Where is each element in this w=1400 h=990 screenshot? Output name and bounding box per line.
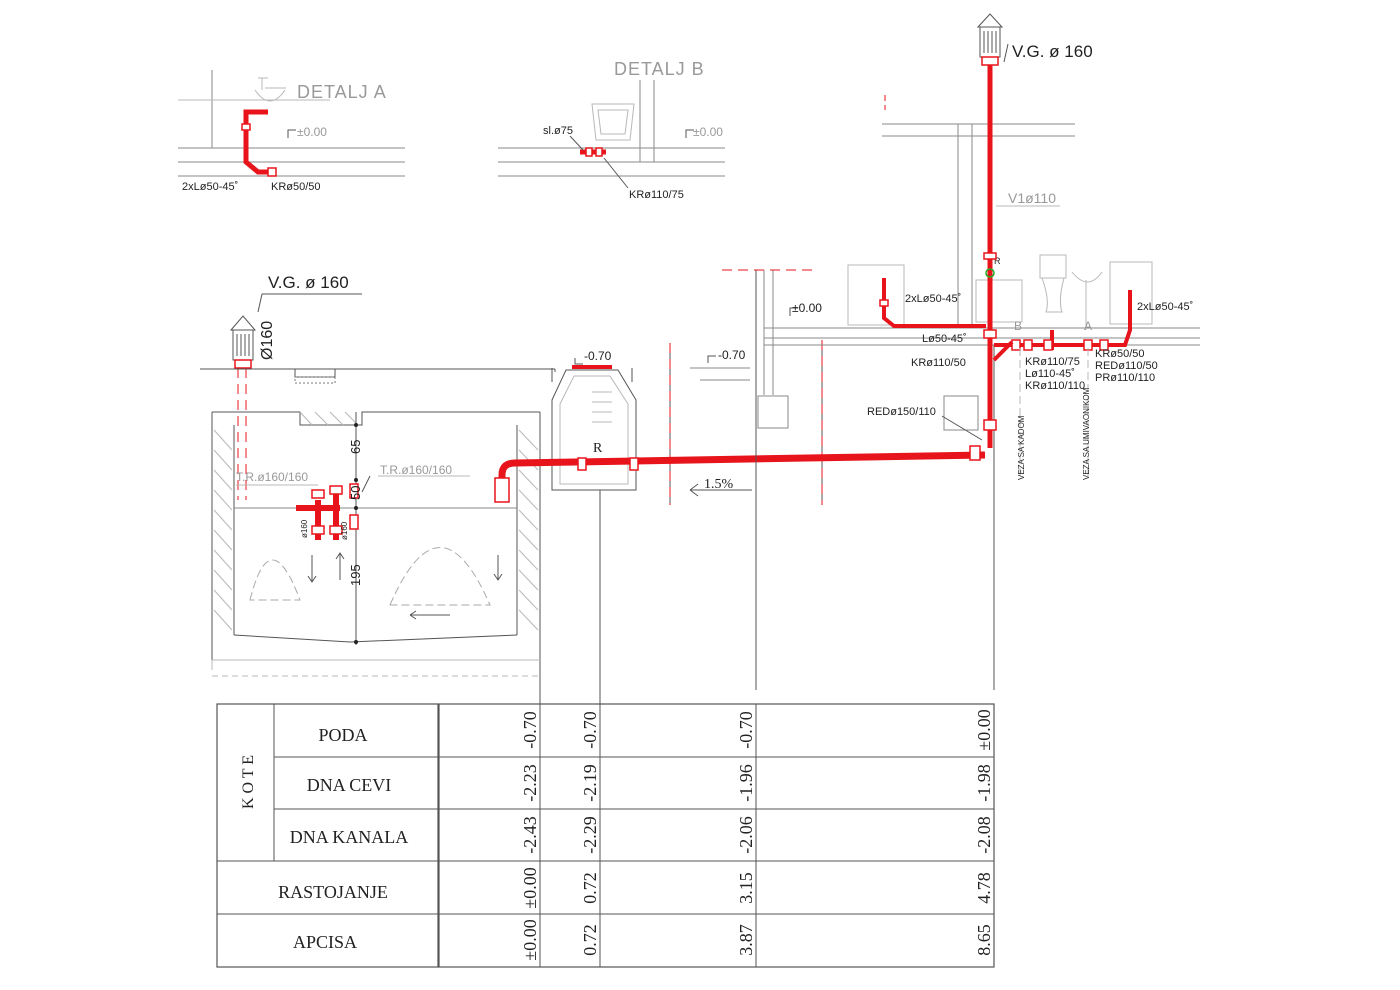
slope-label: 1.5% (704, 477, 734, 492)
table-value-dna-cevi-col2: -2.19 (580, 764, 600, 802)
left-vent-label: V.G. ø 160 (268, 273, 349, 292)
bathroom-label-8: KRø50/50 (1095, 348, 1145, 360)
manhole-level: -0.70 (584, 349, 612, 363)
floor-level-mid: ±0.00 (792, 301, 822, 315)
vertical-label-washbasin: VEZA SA UMIVAONIKOM (1082, 387, 1091, 480)
septic-tr-left: T.R.ø160/160 (236, 470, 308, 484)
table-value-rastojanje-col2: 0.72 (580, 872, 600, 904)
vertical-stack: V1ø110 R (983, 65, 1060, 448)
bathroom-label-5: KRø110/75 (1025, 356, 1080, 368)
bathroom-label-4: REDø150/110 (867, 406, 936, 418)
row-label-dna-cevi: DNA CEVI (307, 775, 392, 795)
table-value-dna-kanala-col3: -2.06 (736, 816, 756, 854)
detail-a: DETALJ A ±0.00 2xLø50-45˚ KRø50/50 (178, 70, 405, 193)
building-section: -0.70 ±0.00 (690, 95, 1200, 690)
table-value-dna-kanala-col2: -2.29 (580, 816, 600, 854)
table-value-apcisa-col3: 3.87 (736, 924, 756, 956)
table-value-dna-cevi-col1: -2.23 (520, 764, 540, 802)
bathroom-label-3: KRø110/50 (911, 357, 966, 369)
bathroom-label-9: REDø110/50 (1095, 360, 1158, 372)
table-value-poda-col2: -0.70 (580, 711, 600, 749)
table-value-apcisa-col2: 0.72 (580, 924, 600, 956)
septic-pipe-b: ø160 (340, 521, 349, 540)
ground-line (200, 368, 556, 372)
row-label-rastojanje: RASTOJANJE (278, 882, 388, 902)
dim-65: 65 (348, 440, 363, 454)
table-value-dna-cevi-col3: -1.96 (736, 764, 756, 802)
wall-level: -0.70 (718, 348, 746, 362)
table-value-dna-cevi-col4: -1.98 (974, 764, 994, 802)
detail-b-title: DETALJ B (614, 59, 705, 79)
bathroom-mark-b: B (1014, 319, 1022, 333)
detail-b: DETALJ B ±0.00 sl.ø75 KRø110/75 (498, 59, 725, 201)
detail-a-fitting-left: 2xLø50-45˚ (182, 181, 238, 193)
detail-b-fitting-bottom: KRø110/75 (629, 189, 684, 201)
main-sewer-pipe: 1.5% (494, 340, 986, 505)
table-value-poda-col3: -0.70 (736, 711, 756, 749)
stack-label: V1ø110 (1008, 190, 1056, 206)
bathroom-fittings: B A 2xLø50-45˚ Lø50-45˚ KRø110/50 REDø15… (867, 278, 1193, 480)
bathroom-label-7: KRø110/110 (1025, 380, 1085, 392)
table-value-apcisa-col1: ±0.00 (520, 919, 540, 960)
manhole: -0.70 R (551, 349, 637, 491)
manhole-mark: R (593, 441, 603, 456)
right-vent: V.G. ø 160 (976, 13, 1093, 66)
left-vent-diameter: Ø160 (259, 321, 276, 360)
detail-b-fitting-top: sl.ø75 (543, 125, 573, 137)
table-group-label: K O T E (240, 755, 257, 809)
bathroom-label-6: Lø110-45˚ (1025, 368, 1075, 380)
septic-pipe-a: ø160 (300, 519, 309, 538)
detail-b-level: ±0.00 (693, 125, 723, 139)
column-guides (539, 490, 601, 705)
vertical-label-bathtub: VEZA SA KADOM (1017, 415, 1026, 480)
bathroom-label-11: 2xLø50-45˚ (1137, 301, 1193, 313)
septic-tr-right: T.R.ø160/160 (380, 463, 452, 477)
table-value-rastojanje-col1: ±0.00 (520, 867, 540, 908)
detail-a-title: DETALJ A (297, 82, 387, 102)
bathroom-label-1: 2xLø50-45˚ (905, 293, 961, 305)
bathroom-label-10: PRø110/110 (1095, 372, 1155, 384)
left-vent: V.G. ø 160 Ø160 (229, 273, 362, 500)
table-value-apcisa-col4: 8.65 (974, 924, 994, 956)
row-label-dna-kanala: DNA KANALA (290, 827, 409, 847)
septic-tank: T.R.ø160/160 T.R.ø160/160 ø160 ø160 65 5… (211, 368, 541, 677)
bathroom-label-2: Lø50-45˚ (922, 333, 967, 345)
bathroom-mark-a: A (1084, 319, 1092, 333)
row-label-poda: PODA (318, 725, 367, 745)
bathroom-mark-r: R (994, 256, 1001, 266)
right-vent-label: V.G. ø 160 (1012, 42, 1093, 61)
detail-a-fitting-right: KRø50/50 (271, 181, 321, 193)
dim-50: 50 (348, 486, 363, 500)
table-value-rastojanje-col3: 3.15 (736, 872, 756, 904)
table-value-poda-col1: -0.70 (520, 711, 540, 749)
row-label-apcisa: APCISA (293, 932, 357, 952)
table-value-rastojanje-col4: 4.78 (974, 872, 994, 904)
table-value-poda-col4: ±0.00 (974, 709, 994, 750)
table-value-dna-kanala-col1: -2.43 (520, 816, 540, 854)
dim-195: 195 (348, 564, 363, 586)
table-value-dna-kanala-col4: -2.08 (974, 816, 994, 854)
septic-dimension-chain: 65 50 195 (348, 423, 363, 644)
table-values: -0.70 -2.23 -2.43 ±0.00 ±0.00 -0.70 -2.19 -2.29… (520, 709, 994, 960)
profile-table: K O T E PODA DNA CEVI DNA KANALA RASTOJA… (216, 703, 995, 968)
detail-a-level: ±0.00 (297, 125, 327, 139)
